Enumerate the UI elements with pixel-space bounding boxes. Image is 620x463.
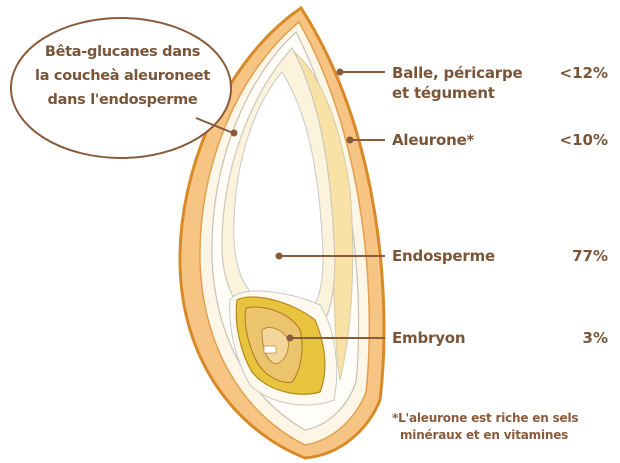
percent-aleurone: <10%: [559, 131, 608, 149]
callout-line-3: dans l'endosperme: [47, 92, 198, 108]
footnote: *L'aleurone est riche en sels minéraux e…: [392, 410, 614, 444]
callout-dot: [230, 129, 238, 137]
label-embryon: Embryon: [392, 329, 466, 347]
callout-line-2: la coucheà aleuroneet: [35, 68, 210, 84]
leader-aleurone-dot: [346, 136, 354, 144]
callout-bubble: [10, 17, 232, 159]
percent-endosperme: 77%: [572, 247, 608, 265]
label-hull-line-2: et tégument: [392, 84, 495, 102]
leader-endosperm-dot: [275, 252, 283, 260]
footnote-line-1: *L'aleurone est riche en sels: [392, 411, 579, 425]
callout-text: Bêta-glucanes dans la coucheà aleuroneet…: [20, 40, 225, 112]
embryo-highlight: [263, 345, 277, 354]
footnote-line-2: minéraux et en vitamines: [400, 428, 569, 442]
callout-line-1: Bêta-glucanes dans: [44, 44, 201, 60]
leader-embryon-dot: [286, 334, 294, 342]
label-hull: Balle, péricarpe et tégument: [392, 63, 523, 103]
leader-hull-dot: [336, 68, 344, 76]
percent-embryon: 3%: [582, 329, 608, 347]
label-endosperme: Endosperme: [392, 247, 496, 265]
callout-leader: [195, 117, 234, 134]
label-aleurone: Aleurone*: [392, 131, 475, 149]
label-hull-line-1: Balle, péricarpe: [392, 64, 523, 82]
percent-hull: <12%: [559, 64, 608, 82]
